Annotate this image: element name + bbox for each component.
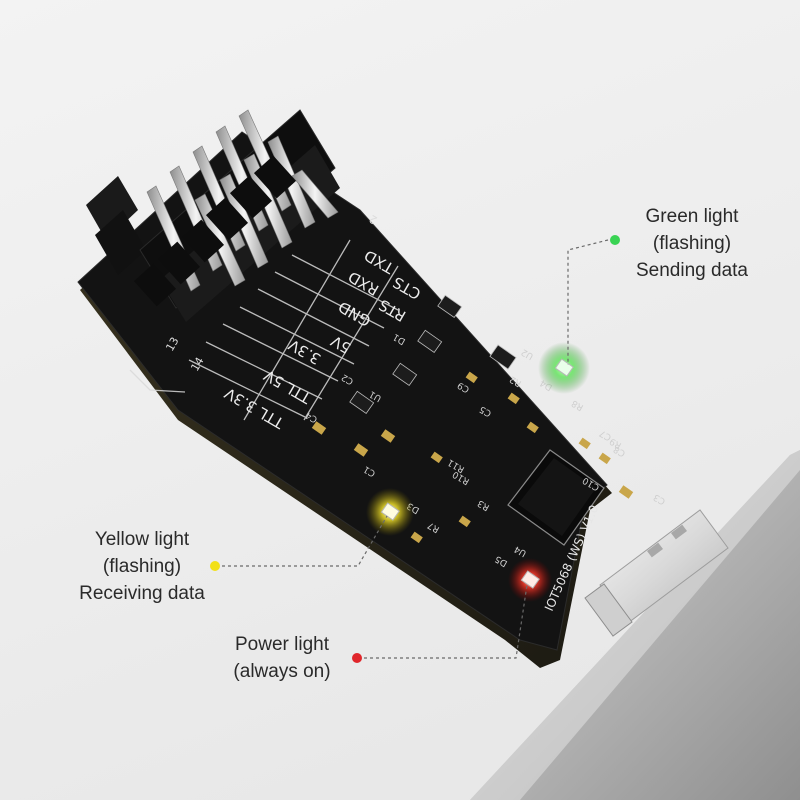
callout-green-function: Sending data [636,260,748,281]
yellow-leader-line [222,515,388,567]
callout-yellow-state: (flashing) [102,556,182,577]
green-callout-dot [610,235,620,245]
callout-green-state: (flashing) [652,233,732,254]
callout-power-light: Power light (always on) [212,631,352,685]
designator-c3: C3 [652,491,667,506]
led-green [538,342,590,394]
power-callout-dot [352,653,362,663]
callout-green-light: Green light (flashing) Sending data [612,203,772,284]
header-number-13: 13 [163,335,181,354]
pin-header [86,109,340,322]
green-leader-line [567,239,609,365]
callout-leaders [222,239,609,659]
led-red-power [508,558,552,602]
power-leader-line [364,584,528,659]
usb-connector [584,509,729,637]
microcontroller-chip [507,449,605,546]
led-yellow [366,488,414,536]
designator-r8: R8 [570,397,586,412]
callout-green-title: Green light [645,206,739,227]
header-number-14: 14 [188,355,206,374]
yellow-callout-dot [210,561,220,571]
callout-yellow-title: Yellow light [94,529,190,550]
callout-yellow-function: Receiving data [79,583,205,604]
callout-power-state: (always on) [233,661,331,682]
designator-u2: U2 [520,346,536,361]
callout-power-title: Power light [235,634,329,655]
smd-components [311,294,634,544]
callout-yellow-light: Yellow light (flashing) Receiving data [52,526,232,607]
